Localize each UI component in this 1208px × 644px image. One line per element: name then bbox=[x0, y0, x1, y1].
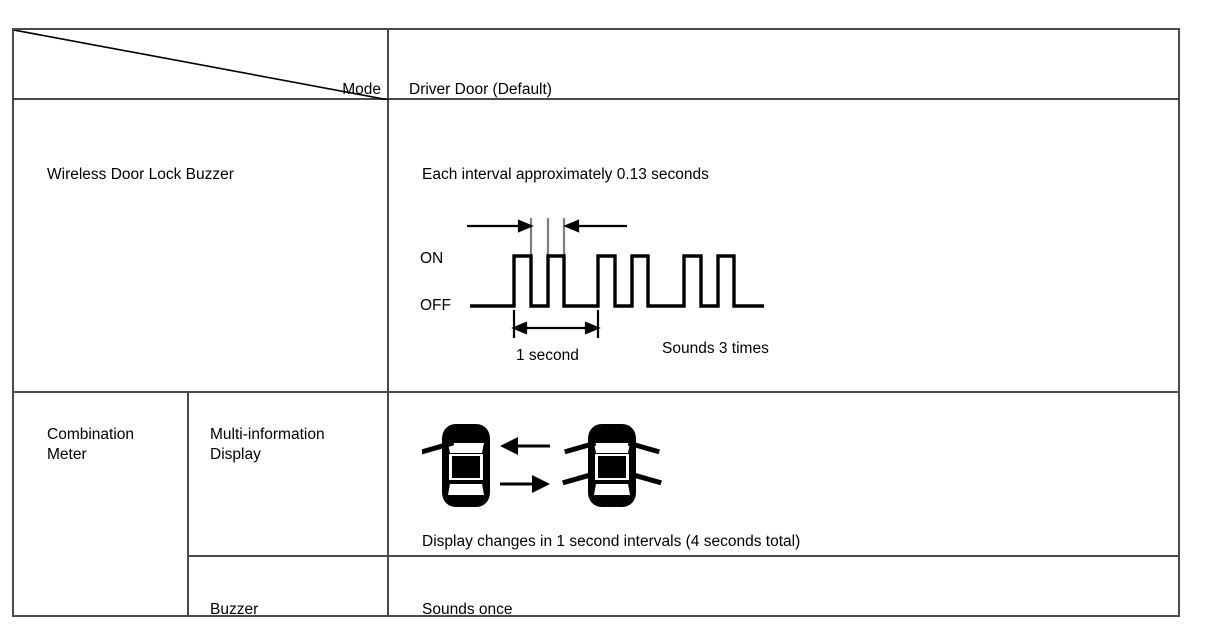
table-column-divider-main bbox=[387, 30, 389, 617]
waveform-on-label: ON bbox=[420, 250, 443, 267]
table-row-divider-buzzer bbox=[14, 391, 1178, 393]
header-mode-label: Mode bbox=[342, 81, 381, 98]
arrow-left-icon bbox=[500, 437, 550, 455]
buzzer-waveform-trace bbox=[470, 254, 764, 308]
sounds-3-times-label: Sounds 3 times bbox=[662, 340, 769, 357]
row-label-meter-buzzer: Buzzer bbox=[210, 601, 259, 618]
arrow-right-icon bbox=[500, 475, 550, 493]
waveform-off-label: OFF bbox=[420, 297, 451, 314]
car-icon-driver-door bbox=[422, 424, 490, 507]
interval-arrow-markers bbox=[467, 219, 627, 233]
meter-buzzer-value: Sounds once bbox=[422, 601, 513, 618]
buzzer-waveform-figure: ON OFF bbox=[420, 218, 769, 364]
corner-diagonal-line bbox=[14, 30, 389, 100]
one-second-dimension bbox=[511, 310, 601, 338]
table-column-divider-sub bbox=[187, 391, 189, 617]
display-changes-text: Display changes in 1 second intervals (4… bbox=[422, 533, 801, 550]
interval-description-text: Each interval approximately 0.13 seconds bbox=[422, 166, 709, 183]
one-second-label: 1 second bbox=[516, 347, 579, 364]
car-display-animation-figure bbox=[422, 424, 662, 507]
row-label-multi-information-display: Multi-information Display bbox=[210, 426, 325, 463]
car-icon-hazard-flash bbox=[562, 424, 662, 507]
header-mode-value: Driver Door (Default) bbox=[409, 81, 552, 98]
interval-guide-ticks bbox=[529, 218, 566, 256]
table-row-divider-header bbox=[14, 98, 1178, 100]
spec-table: Mode Driver Door (Default) Wireless Door… bbox=[12, 28, 1180, 618]
table-row-divider-subrow bbox=[187, 555, 1178, 557]
row-label-combination-meter: Combination Meter bbox=[47, 426, 135, 463]
row-label-wireless-door-lock-buzzer: Wireless Door Lock Buzzer bbox=[47, 166, 234, 183]
